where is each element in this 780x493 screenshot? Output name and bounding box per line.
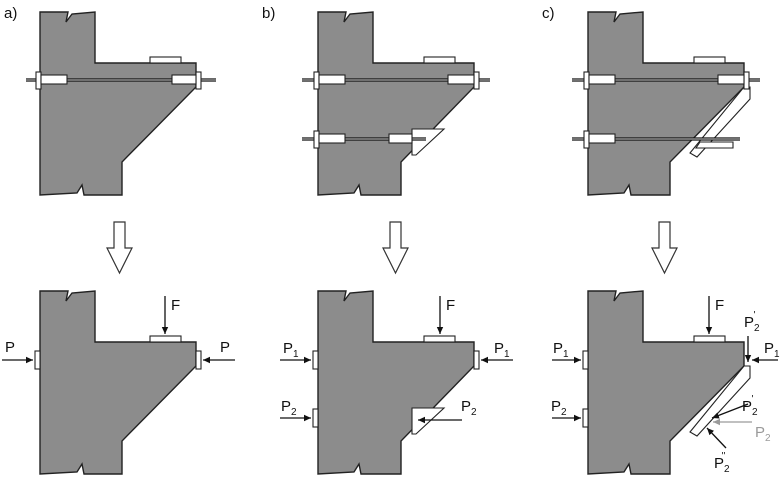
bearing-plate bbox=[149, 335, 182, 343]
label-p1-right: P1 bbox=[494, 340, 510, 360]
panel-label-b: b) bbox=[262, 5, 275, 22]
label-p2-double-prime: P2'' bbox=[714, 451, 730, 475]
panel-b-top bbox=[302, 11, 490, 196]
corbel-section bbox=[317, 11, 475, 196]
label-p2-resultant: P2 bbox=[755, 424, 771, 444]
bearing-plate bbox=[693, 335, 726, 343]
panel-c-bottom: F P1 P1 P2 P2' P2' P2'' P2 bbox=[551, 290, 780, 475]
label-p-right: P bbox=[220, 339, 230, 356]
bearing-plate bbox=[149, 56, 182, 64]
bearing-plate bbox=[423, 56, 456, 64]
label-p1-right: P1 bbox=[764, 340, 780, 360]
corbel-section bbox=[39, 11, 197, 196]
panel-b-bottom: F P1 P1 P2 P2 bbox=[280, 290, 513, 475]
corbel-section bbox=[587, 11, 745, 196]
angled-steel-plate bbox=[689, 365, 751, 437]
panel-a-top bbox=[26, 11, 216, 196]
steel-bracket bbox=[411, 128, 446, 156]
label-f: F bbox=[171, 297, 180, 314]
panel-label-a: a) bbox=[4, 5, 17, 22]
label-p2-left: P2 bbox=[281, 398, 297, 418]
steel-bracket bbox=[411, 407, 446, 435]
corbel-section bbox=[587, 290, 745, 475]
corbel-section bbox=[39, 290, 197, 475]
corbel-section bbox=[317, 290, 475, 475]
label-p1-left: P1 bbox=[283, 340, 299, 360]
transition-arrow-a bbox=[106, 221, 133, 275]
label-f: F bbox=[715, 297, 724, 314]
label-p2-prime-lower: P2' bbox=[742, 394, 758, 418]
label-p2-left: P2 bbox=[551, 398, 567, 418]
transition-arrow-b bbox=[382, 221, 409, 275]
label-f: F bbox=[446, 297, 455, 314]
force-arrow-p2-double-prime bbox=[706, 427, 727, 449]
transition-arrow-c bbox=[651, 221, 678, 275]
label-p1-left: P1 bbox=[553, 340, 569, 360]
panel-c-top bbox=[572, 11, 760, 196]
force-arrow-p2-prime-lower bbox=[711, 403, 749, 419]
label-p2-prime-top: P2' bbox=[744, 310, 760, 334]
anchor-plate-left bbox=[35, 71, 42, 90]
label-p-left: P bbox=[5, 339, 15, 356]
panel-a-bottom: F P P bbox=[2, 290, 235, 475]
panel-label-c: c) bbox=[542, 5, 555, 22]
anchor-plate-right bbox=[195, 71, 202, 90]
bearing-plate bbox=[423, 335, 456, 343]
bearing-plate bbox=[693, 56, 726, 64]
label-p2-right: P2 bbox=[461, 398, 477, 418]
